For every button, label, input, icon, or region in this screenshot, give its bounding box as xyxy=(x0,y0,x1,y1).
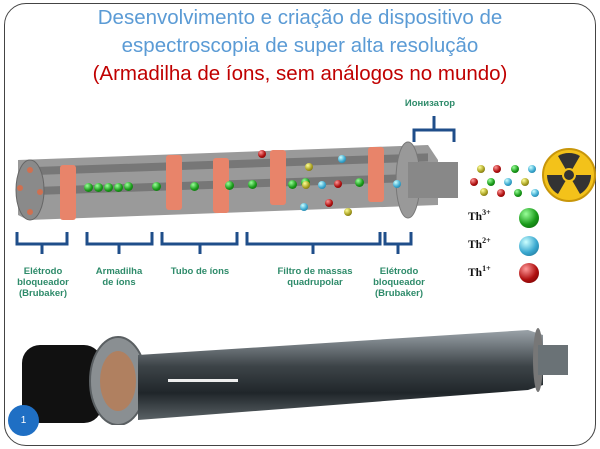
ion-th3 xyxy=(248,180,257,189)
title-line-1: Desenvolvimento e criação de dispositivo… xyxy=(97,6,503,29)
slide-number-badge: 1 xyxy=(8,405,39,436)
ion-neutral xyxy=(305,163,313,171)
ion-th3 xyxy=(104,183,113,192)
ion-th3 xyxy=(355,178,364,187)
ion-th1 xyxy=(325,199,333,207)
ion-th3 xyxy=(124,182,133,191)
legend-th3: Th3+ xyxy=(468,208,491,223)
title-line-2: espectroscopia de super alta resolução xyxy=(121,34,479,57)
ion-th3 xyxy=(225,181,234,190)
ion-th3 xyxy=(190,182,199,191)
ionizer-label: Ионизатор xyxy=(404,98,456,109)
ion-th3 xyxy=(114,183,123,192)
ion-neutral xyxy=(477,165,485,173)
ion-th1 xyxy=(493,165,501,173)
radiation-hazard-icon xyxy=(542,148,596,202)
ion-th3 xyxy=(511,165,519,173)
ion-th1 xyxy=(334,180,342,188)
ion-th2 xyxy=(504,178,512,186)
legend-th2: Th2+ xyxy=(468,236,491,251)
ion-th2 xyxy=(531,189,539,197)
ion-th3 xyxy=(94,183,103,192)
ion-th1 xyxy=(258,150,266,158)
ion-th3 xyxy=(152,182,161,191)
ion-neutral xyxy=(521,178,529,186)
ion-neutral xyxy=(480,188,488,196)
legend-th2-ball xyxy=(519,236,539,256)
device-photo xyxy=(22,328,568,425)
subtitle: (Armadilha de íons, sem análogos no mund… xyxy=(92,62,508,85)
ion-th3 xyxy=(84,183,93,192)
ion-th2 xyxy=(318,181,326,189)
ion-th1 xyxy=(497,189,505,197)
legend-th3-ball xyxy=(519,208,539,228)
ion-neutral xyxy=(344,208,352,216)
ionizer-brace xyxy=(412,116,456,142)
label-ion-tube: Tubo de íons xyxy=(170,266,230,277)
ion-th2 xyxy=(338,155,346,163)
ion-th3 xyxy=(514,189,522,197)
legend-th1: Th1+ xyxy=(468,264,491,279)
ion-th2 xyxy=(300,203,308,211)
legend-th1-ball xyxy=(519,263,539,283)
ion-th2 xyxy=(528,165,536,173)
ion-th2 xyxy=(393,180,401,188)
ion-th3 xyxy=(487,178,495,186)
ion-th3 xyxy=(288,180,297,189)
section-braces xyxy=(15,232,413,254)
ion-neutral xyxy=(302,181,310,189)
ion-th1 xyxy=(470,178,478,186)
